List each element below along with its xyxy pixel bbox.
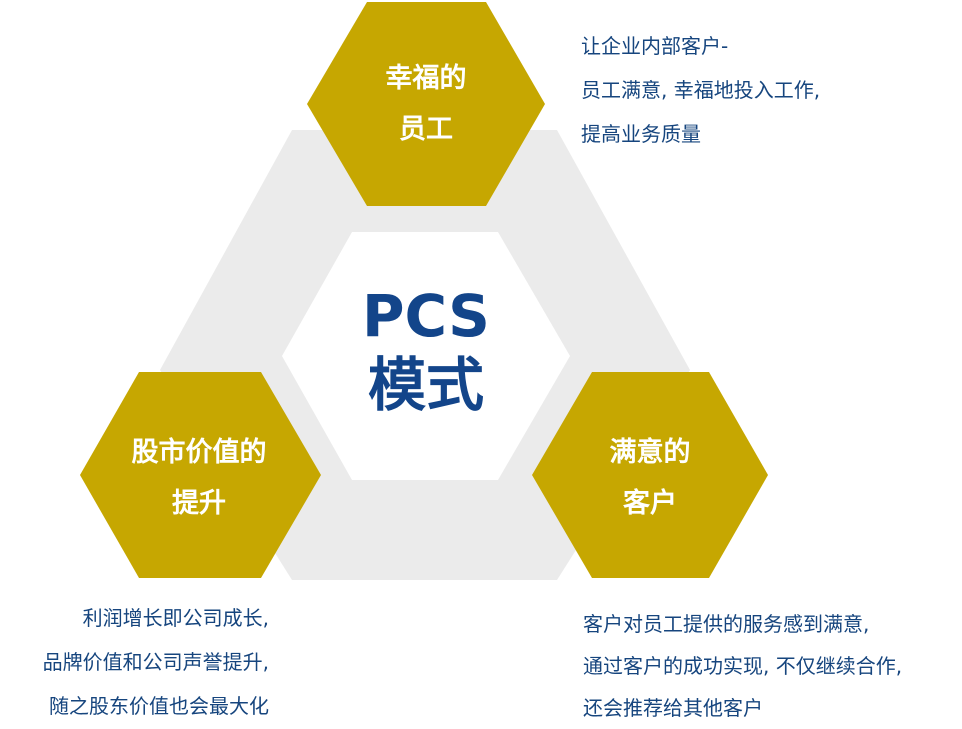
description-left-line: 利润增长即公司成长, xyxy=(82,606,269,630)
center-title-line1: PCS xyxy=(362,282,490,350)
hexagon-stock-value xyxy=(80,372,321,578)
description-top-line: 员工满意, 幸福地投入工作, xyxy=(581,78,821,102)
description-left-line: 品牌价值和公司声誉提升, xyxy=(42,650,269,674)
node-top-line2: 员工 xyxy=(399,114,453,145)
description-right-line: 还会推荐给其他客户 xyxy=(583,696,763,720)
node-right-line1: 满意的 xyxy=(610,436,691,468)
description-top-line: 让企业内部客户- xyxy=(581,34,729,58)
node-right-line2: 客户 xyxy=(623,487,677,519)
description-left-line: 随之股东价值也会最大化 xyxy=(49,694,269,718)
node-left-line2: 提升 xyxy=(172,488,226,519)
description-top: 让企业内部客户- 员工满意, 幸福地投入工作, 提高业务质量 xyxy=(581,24,820,156)
center-hexagon xyxy=(282,232,570,480)
description-right-line: 客户对员工提供的服务感到满意, xyxy=(583,612,870,636)
node-top-line1: 幸福的 xyxy=(386,62,467,94)
node-left-line1: 股市价值的 xyxy=(132,436,267,468)
description-left: 利润增长即公司成长, 品牌价值和公司声誉提升, 随之股东价值也会最大化 xyxy=(43,596,269,728)
hexagon-happy-employees xyxy=(307,2,545,206)
hexagon-satisfied-customers xyxy=(532,372,768,578)
description-right-line: 通过客户的成功实现, 不仅继续合作, xyxy=(583,654,903,678)
description-top-line: 提高业务质量 xyxy=(581,122,701,146)
center-title-line2: 模式 xyxy=(368,351,484,419)
description-right: 客户对员工提供的服务感到满意, 通过客户的成功实现, 不仅继续合作, 还会推荐给… xyxy=(583,603,902,729)
